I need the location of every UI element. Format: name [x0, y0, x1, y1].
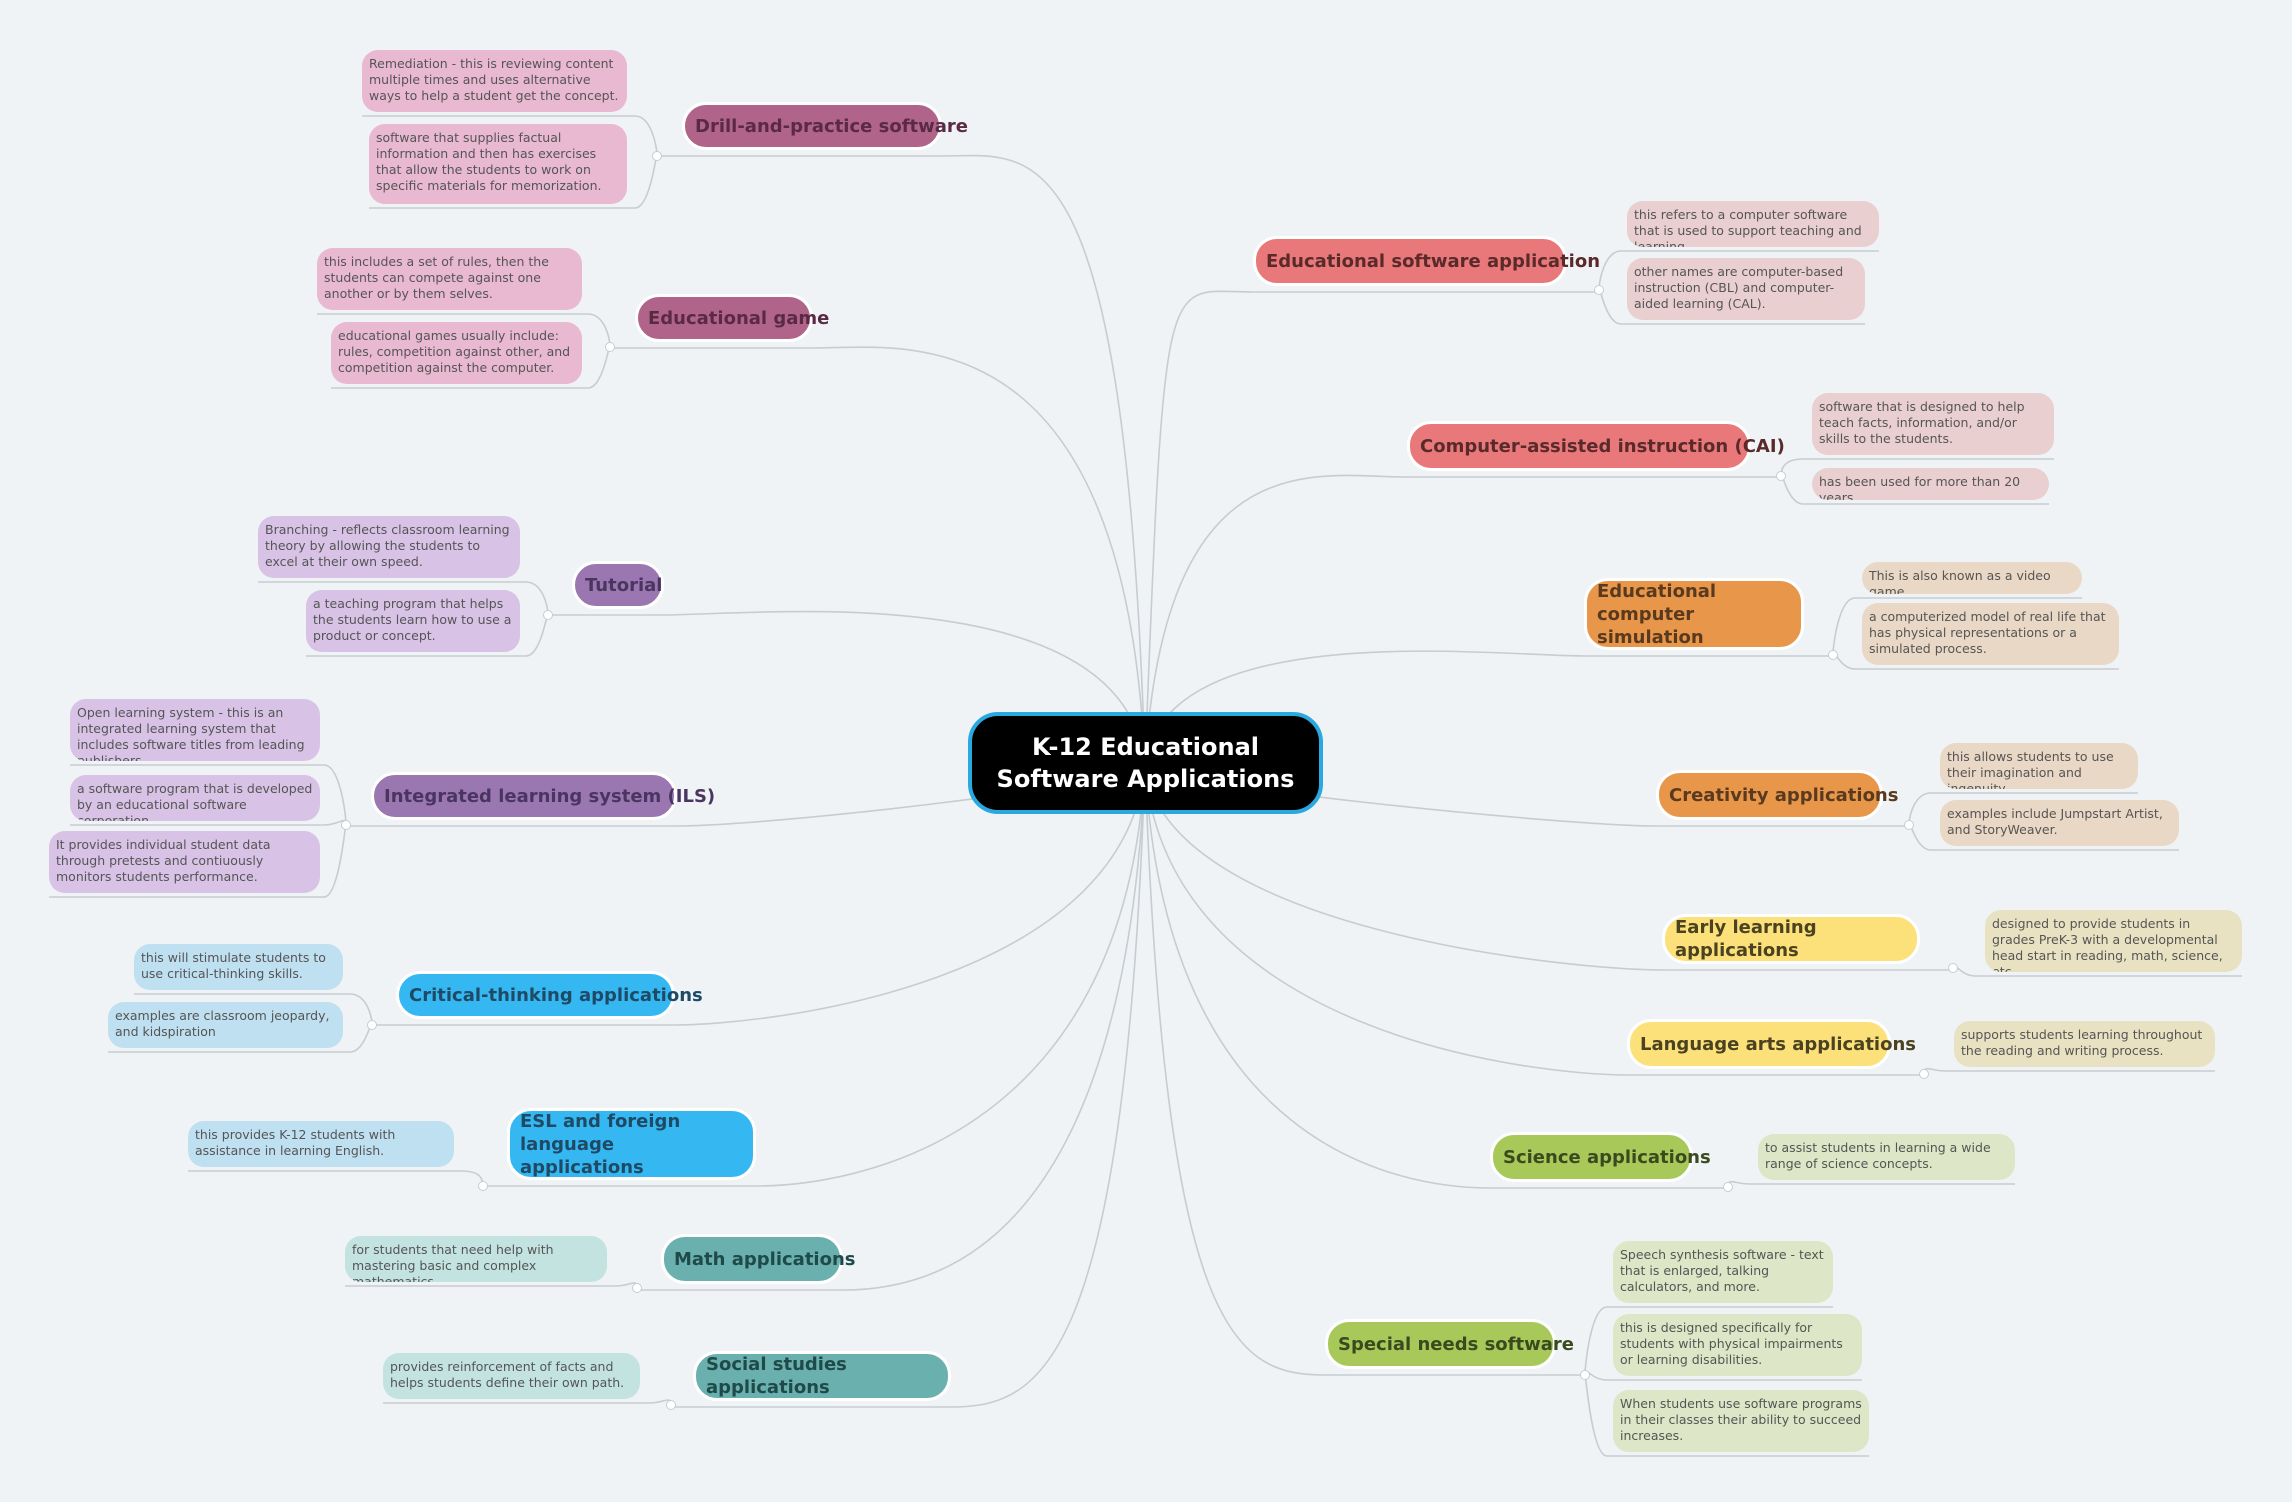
branch-line-social-studies-applications — [670, 764, 1146, 1408]
collapse-toggle-educational-game[interactable] — [605, 342, 615, 352]
topic-science-applications[interactable]: Science applications — [1490, 1132, 1711, 1182]
topic-drill-and-practice-software[interactable]: Drill-and-practice software — [682, 102, 968, 150]
note-educational-software-application-2[interactable]: other names are computer-based instructi… — [1627, 258, 1865, 320]
topic-social-studies-applications[interactable]: Social studies applications — [693, 1351, 951, 1401]
note-language-arts-applications-1[interactable]: supports students learning throughout th… — [1954, 1021, 2215, 1067]
note-educational-game-2[interactable]: educational games usually include: rules… — [331, 322, 582, 384]
note-special-needs-software-1[interactable]: Speech synthesis software - text that is… — [1613, 1241, 1833, 1303]
topic-educational-game[interactable]: Educational game — [635, 294, 829, 342]
branch-line-educational-software-application — [1144, 289, 1600, 766]
note-esl-and-foreign-language-applications-1[interactable]: this provides K-12 students with assista… — [188, 1121, 454, 1167]
branch-line-special-needs-software — [1144, 764, 1585, 1376]
collapse-toggle-language-arts-applications[interactable] — [1919, 1069, 1929, 1079]
note-integrated-learning-system-ils-1[interactable]: Open learning system - this is an integr… — [70, 699, 320, 761]
collapse-toggle-math-applications[interactable] — [632, 1283, 642, 1293]
note-science-applications-1[interactable]: to assist students in learning a wide ra… — [1758, 1134, 2015, 1180]
note-integrated-learning-system-ils-3[interactable]: It provides individual student data thro… — [49, 831, 320, 893]
topic-language-arts-applications[interactable]: Language arts applications — [1627, 1019, 1916, 1069]
note-educational-software-application-1[interactable]: this refers to a computer software that … — [1627, 201, 1879, 247]
topic-computer-assisted-instruction-cai[interactable]: Computer-assisted instruction (CAI) — [1407, 421, 1785, 471]
collapse-toggle-social-studies-applications[interactable] — [666, 1400, 676, 1410]
note-line — [383, 1399, 672, 1406]
note-special-needs-software-3[interactable]: When students use software programs in t… — [1613, 1390, 1869, 1452]
note-integrated-learning-system-ils-2[interactable]: a software program that is developed by … — [70, 775, 320, 821]
topic-early-learning-applications[interactable]: Early learning applications — [1662, 914, 1920, 964]
topic-integrated-learning-system-ils[interactable]: Integrated learning system (ILS) — [371, 772, 715, 820]
topic-creativity-applications[interactable]: Creativity applications — [1656, 770, 1898, 820]
collapse-toggle-science-applications[interactable] — [1723, 1182, 1733, 1192]
branch-line-math-applications — [636, 764, 1146, 1291]
note-special-needs-software-2[interactable]: this is designed specifically for studen… — [1613, 1314, 1862, 1376]
note-critical-thinking-applications-2[interactable]: examples are classroom jeopardy, and kid… — [108, 1002, 343, 1048]
note-critical-thinking-applications-1[interactable]: this will stimulate students to use crit… — [134, 944, 343, 990]
collapse-toggle-early-learning-applications[interactable] — [1948, 963, 1958, 973]
branch-line-science-applications — [1144, 764, 1729, 1189]
branch-line-drill-and-practice-software — [657, 154, 1146, 766]
collapse-toggle-tutorial[interactable] — [543, 610, 553, 620]
note-creativity-applications-2[interactable]: examples include Jumpstart Artist, and S… — [1940, 800, 2179, 846]
note-line — [1727, 1180, 2015, 1188]
topic-esl-and-foreign-language-applications[interactable]: ESL and foreign language applications — [507, 1108, 756, 1180]
collapse-toggle-critical-thinking-applications[interactable] — [367, 1020, 377, 1030]
branch-line-educational-game — [609, 346, 1146, 766]
central-topic[interactable]: K-12 Educational Software Applications — [968, 712, 1323, 814]
note-creativity-applications-1[interactable]: this allows students to use their imagin… — [1940, 743, 2138, 789]
note-line — [1923, 1067, 2215, 1075]
note-line — [345, 1282, 638, 1289]
collapse-toggle-esl-and-foreign-language-applications[interactable] — [478, 1181, 488, 1191]
topic-math-applications[interactable]: Math applications — [661, 1234, 856, 1284]
note-computer-assisted-instruction-cai-2[interactable]: has been used for more than 20 years. — [1812, 468, 2049, 500]
topic-tutorial[interactable]: Tutorial — [572, 561, 664, 609]
collapse-toggle-educational-computer-simulation[interactable] — [1828, 650, 1838, 660]
note-math-applications-1[interactable]: for students that need help with masteri… — [345, 1236, 607, 1282]
note-early-learning-applications-1[interactable]: designed to provide students in grades P… — [1985, 910, 2242, 972]
note-tutorial-2[interactable]: a teaching program that helps the studen… — [306, 590, 520, 652]
collapse-toggle-creativity-applications[interactable] — [1904, 820, 1914, 830]
note-educational-computer-simulation-1[interactable]: This is also known as a video game. — [1862, 562, 2082, 594]
note-educational-game-1[interactable]: this includes a set of rules, then the s… — [317, 248, 582, 310]
topic-educational-software-application[interactable]: Educational software application — [1253, 236, 1600, 286]
note-line — [1584, 1306, 1833, 1376]
note-tutorial-1[interactable]: Branching - reflects classroom learning … — [258, 516, 520, 578]
collapse-toggle-educational-software-application[interactable] — [1594, 285, 1604, 295]
note-computer-assisted-instruction-cai-1[interactable]: software that is designed to help teach … — [1812, 393, 2054, 455]
topic-special-needs-software[interactable]: Special needs software — [1325, 1319, 1574, 1369]
collapse-toggle-drill-and-practice-software[interactable] — [652, 151, 662, 161]
collapse-toggle-computer-assisted-instruction-cai[interactable] — [1776, 471, 1786, 481]
note-line — [70, 819, 347, 826]
topic-critical-thinking-applications[interactable]: Critical-thinking applications — [396, 971, 703, 1019]
note-line — [188, 1170, 484, 1187]
collapse-toggle-special-needs-software[interactable] — [1580, 1370, 1590, 1380]
note-social-studies-applications-1[interactable]: provides reinforcement of facts and help… — [383, 1353, 640, 1399]
collapse-toggle-integrated-learning-system-ils[interactable] — [341, 820, 351, 830]
note-drill-and-practice-software-2[interactable]: software that supplies factual informati… — [369, 124, 627, 204]
note-educational-computer-simulation-2[interactable]: a computerized model of real life that h… — [1862, 603, 2119, 665]
topic-educational-computer-simulation[interactable]: Educational computer simulation — [1584, 578, 1804, 650]
note-drill-and-practice-software-1[interactable]: Remediation - this is reviewing content … — [362, 50, 627, 112]
